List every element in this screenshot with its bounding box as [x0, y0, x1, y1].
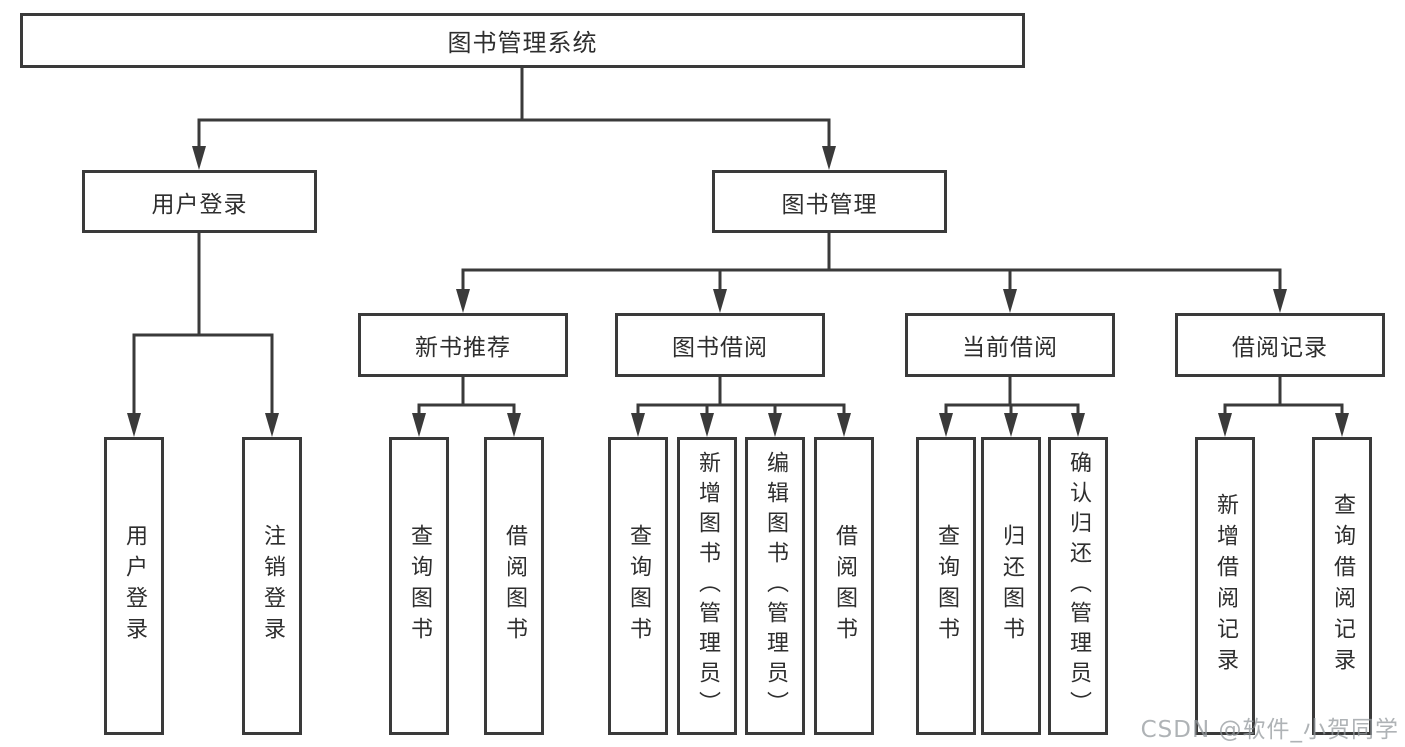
leaf-add-borrow-record: 新增借阅记录	[1195, 437, 1255, 735]
node-label: 借阅图书	[832, 524, 857, 648]
node-label: 图书管理系统	[447, 29, 598, 57]
node-label: 新增图书（管理员）	[695, 451, 720, 721]
node-label: 当前借阅	[962, 335, 1058, 361]
node-label: 查询图书	[407, 524, 432, 648]
leaf-borrow-books: 借阅图书	[814, 437, 874, 735]
leaf-query-borrow-record: 查询借阅记录	[1312, 437, 1372, 735]
leaf-query-books-borrow: 查询图书	[608, 437, 668, 735]
node-label: 新书推荐	[415, 335, 511, 361]
node-book-borrow: 图书借阅	[615, 313, 825, 377]
node-book-management: 图书管理	[712, 170, 947, 233]
leaf-borrow-books-recommend: 借阅图书	[484, 437, 544, 735]
node-current-borrow: 当前借阅	[905, 313, 1115, 377]
node-label: 图书管理	[781, 191, 878, 218]
node-borrow-records: 借阅记录	[1175, 313, 1385, 377]
node-book-management-system: 图书管理系统	[20, 13, 1025, 68]
node-label: 借阅记录	[1232, 335, 1328, 361]
node-label: 注销登录	[260, 524, 285, 648]
node-label: 查询图书	[934, 524, 959, 648]
node-new-book-recommend: 新书推荐	[358, 313, 568, 377]
node-label: 新增借阅记录	[1213, 493, 1238, 679]
node-label: 用户登录	[122, 524, 147, 648]
leaf-query-books-recommend: 查询图书	[389, 437, 449, 735]
leaf-add-books-admin: 新增图书（管理员）	[677, 437, 737, 735]
leaf-logout: 注销登录	[242, 437, 302, 735]
node-label: 借阅图书	[502, 524, 527, 648]
node-user-login: 用户登录	[82, 170, 317, 233]
node-label: 查询借阅记录	[1330, 493, 1355, 679]
leaf-query-books-current: 查询图书	[916, 437, 976, 735]
csdn-watermark: CSDN @软件_小贺同学	[1140, 717, 1399, 743]
node-label: 用户登录	[151, 191, 248, 218]
node-label: 归还图书	[999, 524, 1024, 648]
leaf-user-login: 用户登录	[104, 437, 164, 735]
leaf-edit-books-admin: 编辑图书（管理员）	[745, 437, 805, 735]
leaf-return-books: 归还图书	[981, 437, 1041, 735]
leaf-confirm-return-admin: 确认归还（管理员）	[1048, 437, 1108, 735]
node-label: 确认归还（管理员）	[1066, 451, 1091, 721]
node-label: 图书借阅	[672, 335, 768, 361]
node-label: 编辑图书（管理员）	[763, 451, 788, 721]
node-label: 查询图书	[626, 524, 651, 648]
